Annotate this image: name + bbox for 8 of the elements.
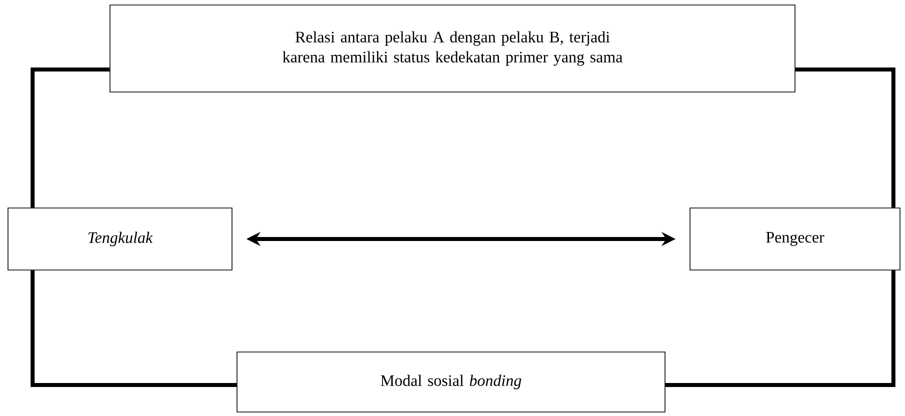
connector-line (665, 270, 896, 387)
text-box: Tengkulak (8, 208, 232, 270)
connector-line (795, 68, 896, 208)
connector-line (30, 270, 237, 387)
text-box: Pengecer (690, 208, 900, 270)
text-box: Modal sosial bonding (236, 352, 666, 412)
connector-line (30, 68, 110, 208)
text-box: Relasi antara pelaku A dengan pelaku B, terjadi karena memiliki status kedekatan primer yang sama (110, 4, 796, 92)
